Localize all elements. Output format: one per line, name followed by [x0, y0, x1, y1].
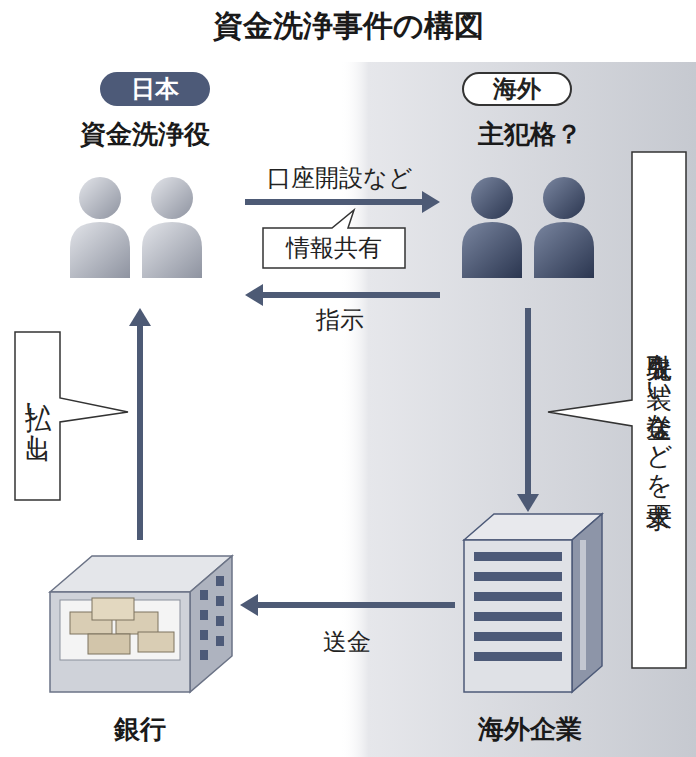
- flow-arrow: [245, 284, 440, 306]
- arrow-part: [137, 324, 143, 540]
- edge-label: 指示: [290, 305, 390, 335]
- flow-arrow: [517, 308, 539, 512]
- flow-arrow: [240, 594, 455, 616]
- company-node: 海外企業: [455, 512, 605, 745]
- node-text: 海外企業: [455, 713, 605, 745]
- region-pill: 海外: [462, 72, 572, 106]
- person-icon: [462, 177, 522, 278]
- actor-group: 主犯格？: [440, 118, 620, 308]
- bank-building: [50, 556, 232, 692]
- arrow-part: [256, 602, 455, 608]
- node-text: 銀行: [40, 713, 240, 745]
- arrow-part: [517, 494, 539, 512]
- actor-group: 資金洗浄役: [45, 118, 245, 308]
- bank-node: 銀行: [40, 540, 240, 745]
- node-text: 資金洗浄役: [45, 118, 245, 150]
- edge-label: 送金: [297, 627, 397, 657]
- person-icon: [142, 177, 202, 278]
- callout-text: 情報共有: [263, 233, 405, 265]
- arrow-part: [422, 191, 440, 213]
- arrow-part: [240, 594, 258, 616]
- person-icon: [534, 177, 594, 278]
- person-icon: [70, 177, 130, 278]
- node-text: 海外: [493, 73, 541, 105]
- callout-bubble: [548, 152, 686, 668]
- arrow-part: [245, 199, 424, 205]
- edge-label: 取引先を装い送金などを要求: [634, 160, 684, 660]
- region-pill: 日本: [100, 72, 210, 106]
- edge-label: 口座開設など: [240, 163, 440, 193]
- edge-label: 払い出し: [16, 336, 60, 496]
- arrow-part: [129, 308, 151, 326]
- arrow-part: [525, 308, 531, 496]
- flow-arrow: [129, 308, 151, 540]
- node-text: 日本: [131, 73, 179, 105]
- diagram-title: 資金洗浄事件の構図: [0, 6, 696, 46]
- callout-bubble: [263, 210, 405, 268]
- company-building: [464, 514, 602, 692]
- arrow-part: [261, 292, 440, 298]
- flow-arrow: [245, 191, 440, 213]
- node-text: 主犯格？: [440, 118, 620, 150]
- callout-bubble: [15, 332, 128, 500]
- arrow-part: [245, 284, 263, 306]
